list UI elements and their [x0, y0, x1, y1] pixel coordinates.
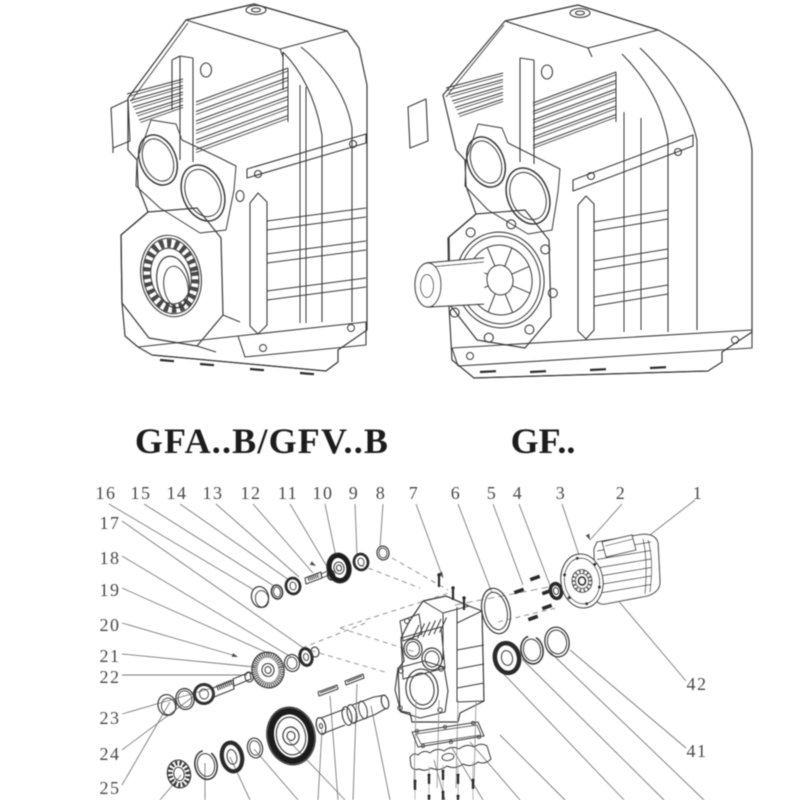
svg-text:20: 20 [100, 615, 121, 635]
svg-text:41: 41 [687, 741, 708, 761]
svg-text:5: 5 [487, 483, 498, 503]
svg-text:12: 12 [241, 483, 262, 503]
svg-text:10: 10 [313, 483, 334, 503]
svg-text:1: 1 [693, 483, 704, 503]
svg-text:22: 22 [100, 667, 121, 687]
svg-text:19: 19 [100, 580, 121, 600]
svg-text:13: 13 [203, 483, 224, 503]
svg-text:24: 24 [100, 744, 121, 764]
svg-text:11: 11 [278, 483, 298, 503]
svg-text:GFA..B/GFV..B: GFA..B/GFV..B [135, 421, 389, 461]
svg-text:9: 9 [349, 483, 360, 503]
svg-text:25: 25 [100, 778, 121, 798]
svg-text:21: 21 [100, 646, 121, 666]
svg-text:23: 23 [100, 708, 121, 728]
svg-text:7: 7 [409, 483, 420, 503]
svg-text:6: 6 [451, 483, 462, 503]
svg-text:4: 4 [513, 483, 524, 503]
svg-text:8: 8 [376, 483, 387, 503]
svg-text:15: 15 [131, 483, 152, 503]
svg-text:GF..: GF.. [511, 421, 576, 461]
svg-text:17: 17 [100, 513, 121, 533]
svg-text:2: 2 [616, 483, 627, 503]
svg-text:18: 18 [100, 548, 121, 568]
svg-text:16: 16 [96, 483, 117, 503]
svg-text:3: 3 [556, 483, 567, 503]
svg-text:42: 42 [687, 674, 708, 694]
svg-text:14: 14 [167, 483, 188, 503]
